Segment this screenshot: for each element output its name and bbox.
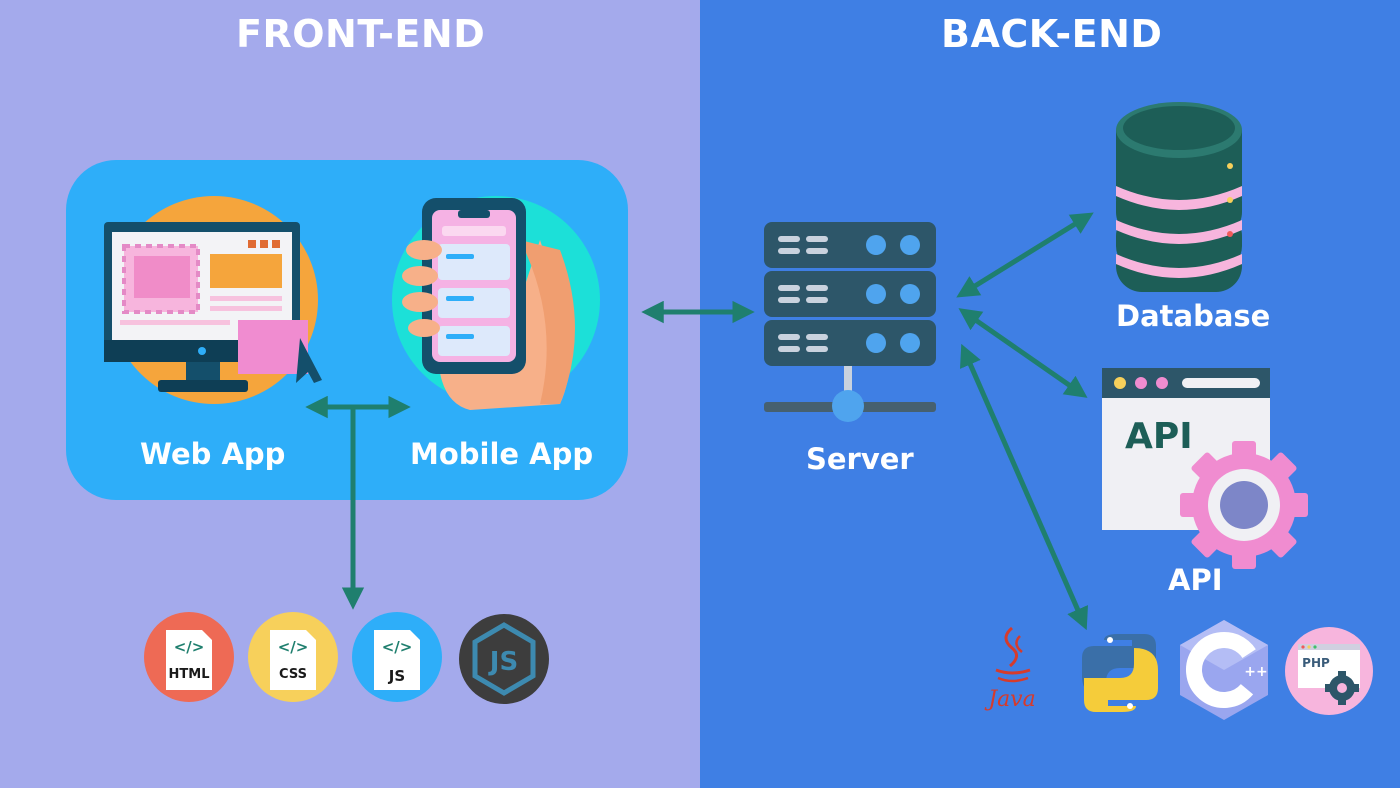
back-end-section: BACK-END	[700, 0, 1400, 788]
database-icon	[1116, 102, 1242, 292]
web-app-label: Web App	[140, 437, 286, 471]
mobile-app-label: Mobile App	[410, 437, 594, 471]
api-label: API	[1168, 563, 1223, 597]
svg-text:JS: JS	[388, 667, 405, 685]
database-label: Database	[1116, 299, 1271, 333]
cpp-icon: ++	[1180, 620, 1268, 720]
api-icon: API	[1102, 368, 1308, 569]
css-icon: </> CSS	[248, 612, 338, 702]
js-icon: </> JS	[352, 612, 442, 702]
connection-arrows	[305, 212, 1094, 631]
html-icon: </> HTML	[144, 612, 234, 702]
arrow-server-database	[956, 212, 1094, 298]
mobile-app-icon	[392, 196, 600, 410]
server-icon	[764, 222, 936, 422]
svg-text:</>: </>	[382, 638, 413, 656]
java-icon: Java	[984, 626, 1036, 712]
php-icon: PHP	[1285, 627, 1373, 715]
server-label: Server	[806, 442, 914, 476]
svg-text:HTML: HTML	[169, 667, 210, 682]
svg-text:Java: Java	[984, 687, 1035, 712]
back-end-heading: BACK-END	[941, 12, 1163, 56]
web-app-icon	[104, 196, 322, 404]
arrow-server-languages	[960, 343, 1088, 631]
front-end-heading: FRONT-END	[236, 12, 486, 56]
api-window-text: API	[1125, 416, 1193, 457]
nodejs-icon: JS	[459, 614, 549, 704]
python-icon	[1082, 634, 1158, 712]
svg-text:JS: JS	[488, 647, 518, 677]
arrow-server-api	[958, 308, 1088, 398]
svg-text:CSS: CSS	[279, 667, 307, 682]
svg-text:</>: </>	[278, 638, 309, 656]
svg-text:</>: </>	[174, 638, 205, 656]
svg-text:PHP: PHP	[1302, 656, 1330, 670]
svg-text:++: ++	[1244, 664, 1267, 680]
